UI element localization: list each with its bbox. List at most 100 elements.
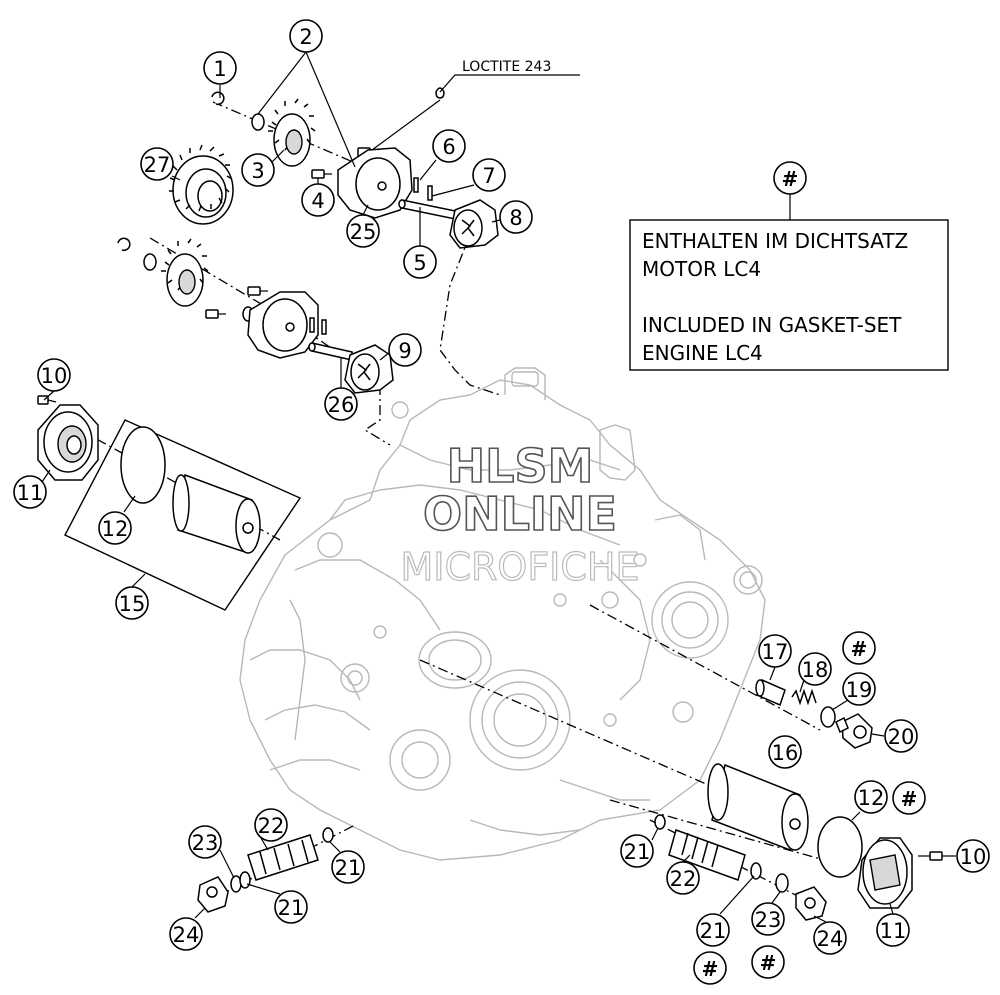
callout-number: 12 <box>102 517 129 541</box>
pump-rotor-part <box>449 199 499 249</box>
callout-number: 12 <box>858 786 885 810</box>
left-oil-screen-group <box>197 827 334 913</box>
plug-screw-part <box>835 713 873 749</box>
bolt-part <box>918 851 943 861</box>
callout-number: # <box>702 957 719 981</box>
callout-circle <box>169 917 203 951</box>
part-callout-21: 21 <box>274 890 308 924</box>
callout-number: 26 <box>328 393 355 417</box>
callout-circle <box>666 861 700 895</box>
callout-circle <box>751 902 785 936</box>
pump-rotor-part <box>344 344 394 394</box>
circlip-part <box>117 237 131 252</box>
callout-number: 27 <box>144 153 171 177</box>
callout-circle <box>751 945 785 979</box>
part-callout-12: 12 <box>98 511 132 545</box>
watermark-line1: HLSM <box>447 439 594 493</box>
loctite-label: LOCTITE 243 <box>462 59 551 75</box>
oil-screen-part <box>247 834 319 881</box>
pump-cover-part <box>247 291 319 359</box>
upper-oil-pump <box>211 87 499 249</box>
callout-circle <box>241 153 275 187</box>
callout-circle <box>289 19 323 53</box>
callout-number: 18 <box>802 658 829 682</box>
part-callout-18: 18 <box>798 652 832 686</box>
gasket-set-marker: # <box>693 951 727 985</box>
pump-shaft-part <box>308 342 353 361</box>
callout-number: 22 <box>258 814 285 838</box>
dowel-pins-part <box>413 177 433 201</box>
callout-number: # <box>851 637 868 661</box>
gasket-set-marker: # <box>892 781 926 815</box>
callout-circle <box>472 158 506 192</box>
callout-circle <box>254 808 288 842</box>
callout-circle <box>884 719 918 753</box>
callout-circle <box>115 586 149 620</box>
callout-circle <box>854 780 888 814</box>
part-callout-3: 3 <box>241 153 275 187</box>
part-callout-23: 23 <box>751 902 785 936</box>
part-callout-21: 21 <box>696 913 730 947</box>
callout-number: 24 <box>817 927 844 951</box>
part-callout-21: 21 <box>331 850 365 884</box>
part-callout-4: 4 <box>301 183 335 217</box>
right-oil-screen-group <box>654 814 827 921</box>
pump-gear-part <box>268 98 316 167</box>
part-callout-20: 20 <box>884 719 918 753</box>
callout-number: 15 <box>119 592 146 616</box>
part-callout-1: 1 <box>203 51 237 85</box>
part-callout-19: 19 <box>842 672 876 706</box>
part-callout-9: 9 <box>388 333 422 367</box>
watermark-line2: ONLINE <box>423 487 617 541</box>
seal-ring-part <box>820 706 836 728</box>
oil-filter-part <box>172 473 261 554</box>
callout-circle <box>301 183 335 217</box>
callout-circle <box>324 387 358 421</box>
part-callout-21: 21 <box>620 834 654 868</box>
callout-circle <box>140 147 174 181</box>
part-callout-6: 6 <box>432 129 466 163</box>
part-callout-2: 2 <box>289 19 323 53</box>
part-callout-7: 7 <box>472 158 506 192</box>
note-line2: MOTOR LC4 <box>642 257 761 281</box>
bolt-part <box>205 309 226 319</box>
callout-circle <box>768 735 802 769</box>
callout-number: 19 <box>846 678 873 702</box>
right-oil-filter <box>707 763 863 878</box>
part-callout-15: 15 <box>115 586 149 620</box>
callout-circle <box>956 839 990 873</box>
right-filter-cover <box>857 837 943 909</box>
part-callout-24: 24 <box>169 917 203 951</box>
plug-screw-part <box>197 876 229 913</box>
valve-piston-part <box>755 678 786 707</box>
part-callout-22: 22 <box>254 808 288 842</box>
callout-number: 10 <box>960 845 987 869</box>
callout-number: 21 <box>624 840 651 864</box>
callout-number: 23 <box>192 831 219 855</box>
callout-number: 4 <box>311 189 324 213</box>
callout-circle <box>203 51 237 85</box>
callout-number: 5 <box>413 251 426 275</box>
timing-gear <box>169 144 234 225</box>
callout-number: # <box>760 951 777 975</box>
callout-number: 11 <box>880 919 907 943</box>
callout-circle <box>758 634 792 668</box>
pump-shaft-part <box>398 199 461 221</box>
callout-circle <box>403 245 437 279</box>
callout-number: # <box>782 167 799 191</box>
lower-oil-pump <box>117 237 394 394</box>
part-callout-25: 25 <box>346 214 380 248</box>
gasket-set-marker: # <box>842 631 876 665</box>
part-callout-5: 5 <box>403 245 437 279</box>
part-callout-11: 11 <box>876 913 910 947</box>
callout-circle <box>274 890 308 924</box>
pump-gear-part <box>161 238 209 307</box>
gasket-set-note: ENTHALTEN IM DICHTSATZ MOTOR LC4 INCLUDE… <box>629 219 949 371</box>
callout-circle <box>37 358 71 392</box>
callout-number: 9 <box>398 339 411 363</box>
callout-circle <box>693 951 727 985</box>
plug-screw-part <box>795 886 827 921</box>
callout-circle <box>388 333 422 367</box>
gasket-set-marker: # <box>751 945 785 979</box>
